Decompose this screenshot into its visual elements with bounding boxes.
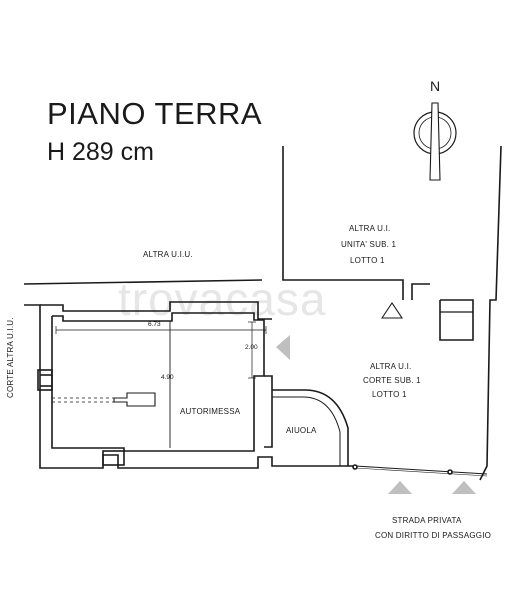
page-subtitle: H 289 cm: [47, 138, 154, 166]
access-arrow-bottom-1: [388, 481, 412, 494]
dimension-width: 6.73: [148, 321, 161, 328]
aiuola-border: [272, 389, 349, 466]
left-window: [37, 369, 53, 391]
dimension-opening: 2.00: [245, 344, 258, 351]
page-title: PIANO TERRA: [47, 96, 263, 131]
gate-line: [354, 465, 488, 475]
label-unita-sub1: UNITA' SUB. 1: [341, 240, 397, 249]
label-autorimessa: AUTORIMESSA: [180, 407, 241, 416]
label-corte-altra-uiu: CORTE ALTRA U.I.U.: [6, 317, 15, 398]
label-altra-uiu: ALTRA U.I.U.: [143, 250, 193, 259]
label-corte-sub1: CORTE SUB. 1: [363, 376, 421, 385]
access-arrow-bottom-2: [452, 481, 476, 494]
garage-top-wall: [40, 301, 272, 320]
garage-inner-wall: [51, 312, 265, 452]
bottom-window: [102, 450, 125, 466]
compass-needle: [429, 102, 441, 181]
north-label: N: [430, 78, 441, 94]
label-lotto1-mid: LOTTO 1: [372, 390, 407, 399]
reference-triangle: [380, 302, 404, 319]
shed: [439, 299, 474, 341]
label-diritto-passaggio: CON DIRITTO DI PASSAGGIO: [375, 531, 492, 540]
dimension-height: 4.90: [161, 374, 174, 381]
car-symbol: [113, 392, 156, 407]
courtyard-wall-top: [282, 146, 404, 300]
label-altra-ui-mid: ALTRA U.I.: [370, 362, 412, 371]
garage-outer-wall: [24, 304, 355, 469]
label-lotto1-top: LOTTO 1: [350, 256, 385, 265]
label-aiuola: AIUOLA: [286, 426, 317, 435]
garage-right-jamb: [264, 375, 273, 448]
label-altra-ui-top: ALTRA U.I.: [349, 224, 391, 233]
label-strada-privata: STRADA PRIVATA: [392, 516, 462, 525]
courtyard-wall-right-top: [411, 283, 430, 300]
courtyard-right-wall: [479, 145, 502, 481]
access-arrow-left: [276, 335, 290, 360]
boundary-wall-top: [23, 279, 263, 285]
